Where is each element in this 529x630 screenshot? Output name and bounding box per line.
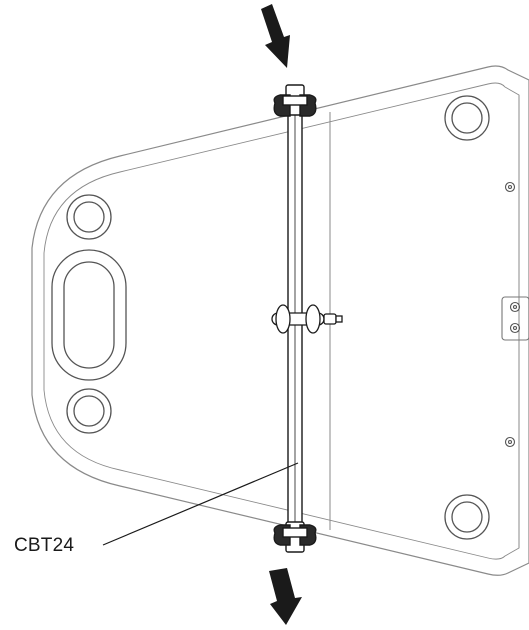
callout-leader-line (102, 462, 299, 546)
screw-lower (504, 436, 516, 448)
housing-outline (31, 65, 529, 576)
screw-mount-bottom (509, 322, 521, 334)
housing-inner-outline (43, 82, 520, 560)
foot-top-left (66, 194, 112, 240)
callout-label-cbt24: CBT24 (14, 535, 75, 556)
middle-knob (271, 304, 343, 334)
arrow-up-icon (269, 568, 302, 625)
foot-top-right (444, 95, 490, 141)
foot-bottom-right (444, 494, 490, 540)
feet (66, 95, 490, 540)
foot-bottom-left (66, 388, 112, 434)
bottom-clamp (273, 521, 317, 553)
screw-upper (504, 181, 516, 193)
bracket-bar (271, 84, 343, 553)
top-clamp (273, 84, 317, 117)
mount-plate (501, 296, 529, 341)
handle-recess (51, 249, 127, 381)
screw-mount-top (509, 301, 521, 313)
arrow-down-icon (261, 4, 290, 68)
